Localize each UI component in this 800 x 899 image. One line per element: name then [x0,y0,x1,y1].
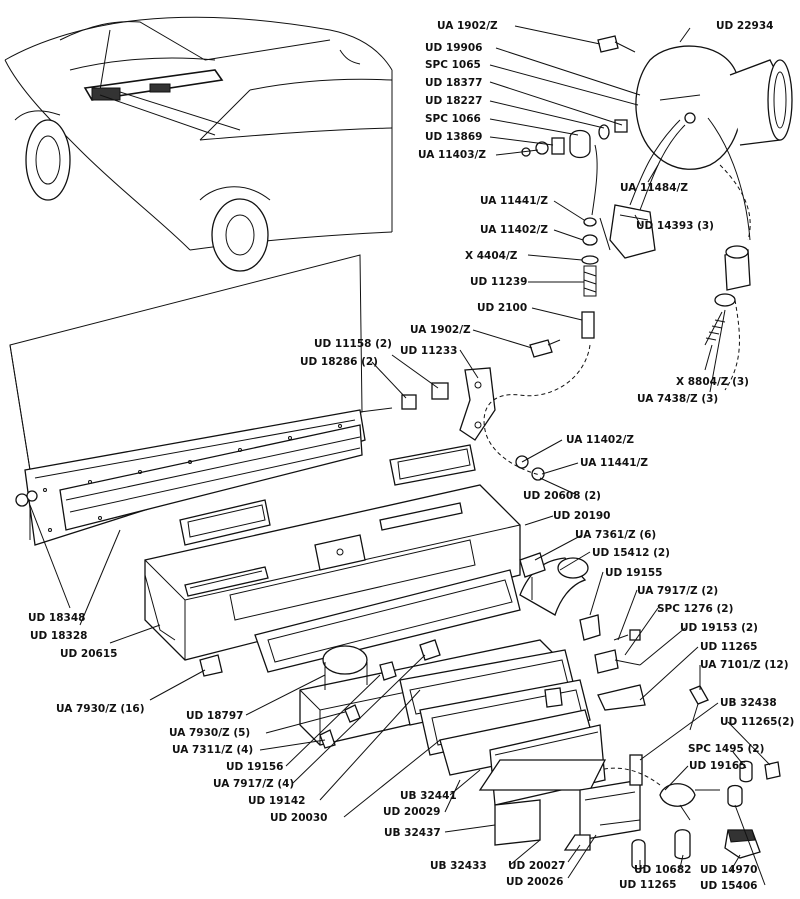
label-ud-14970: UD 14970 [700,864,758,876]
label-ua-7311-z: UA 7311/Z (4) [172,744,254,756]
routing-lines [483,164,751,786]
label-ub-32441: UB 32441 [400,790,457,802]
label-ua-7930-z-16: UA 7930/Z (16) [56,703,145,715]
heater-box [144,444,521,661]
label-ud-20027: UD 20027 [508,860,566,872]
flap-panel [15,407,393,546]
label-ua-11484-z: UA 11484/Z [620,182,688,194]
label-ud-11233: UD 11233 [400,345,458,357]
label-ud-20615: UD 20615 [60,648,118,660]
label-ub-32437: UB 32437 [384,827,441,839]
label-ua-11441-z-mid: UA 11441/Z [580,457,648,469]
label-ud-20026: UD 20026 [506,876,564,888]
label-ud-18377: UD 18377 [425,77,483,89]
label-ud-15412: UD 15412 (2) [592,547,670,559]
bottom-housing [478,724,720,851]
label-ud-11265-bottom: UD 11265 [619,879,677,891]
fasteners [199,35,781,870]
label-spc-1276: SPC 1276 (2) [657,603,734,615]
label-ud-19156: UD 19156 [226,761,284,773]
label-ua-7101-z: UA 7101/Z (12) [700,659,789,671]
label-ud-18797: UD 18797 [186,710,244,722]
label-ua-1902-z-mid: UA 1902/Z [410,324,471,336]
label-ua-7917-z-right: UA 7917/Z (2) [637,585,719,597]
label-ud-22934: UD 22934 [716,20,774,32]
label-ud-19906: UD 19906 [425,42,483,54]
label-ua-11403-z: UA 11403/Z [418,149,486,161]
label-ud-18227: UD 18227 [425,95,483,107]
label-ud-10682: UD 10682 [634,864,692,876]
label-ud-11158: UD 11158 (2) [314,338,392,350]
label-ud-11239: UD 11239 [470,276,528,288]
label-ub-32433: UB 32433 [430,860,487,872]
label-ua-11402-z-top: UA 11402/Z [480,224,548,236]
label-ud-14393: UD 14393 (3) [636,220,714,232]
label-ua-7361-z: UA 7361/Z (6) [575,529,657,541]
label-ud-19153: UD 19153 (2) [680,622,758,634]
car-illustration [4,16,393,272]
label-ud-20030: UD 20030 [270,812,328,824]
label-ud-18328: UD 18328 [30,630,88,642]
label-ud-13869: UD 13869 [425,131,483,143]
lower-duct [299,557,596,776]
label-ua-11402-z-mid: UA 11402/Z [566,434,634,446]
label-x-8804-z: X 8804/Z (3) [676,376,749,388]
label-ua-1902-z-top: UA 1902/Z [437,20,498,32]
label-ua-7930-z-5: UA 7930/Z (5) [169,727,251,739]
label-ud-20190: UD 20190 [553,510,611,522]
label-ud-19142: UD 19142 [248,795,306,807]
label-ud-20029: UD 20029 [383,806,441,818]
label-x-4404-z: X 4404/Z [465,250,518,262]
gasket-frame [254,569,521,673]
label-ua-11441-z-top: UA 11441/Z [480,195,548,207]
label-spc-1066: SPC 1066 [425,113,481,125]
label-ud-11265-top: UD 11265 [700,641,758,653]
label-ud-19155: UD 19155 [605,567,663,579]
heater-motor [609,45,793,346]
label-ud-18348: UD 18348 [28,612,86,624]
label-ud-11265-2: UD 11265(2) [720,716,795,728]
label-ud-2100: UD 2100 [477,302,528,314]
label-ua-7917-z-left: UA 7917/Z (4) [213,778,295,790]
panel-holes [43,424,342,532]
label-ud-19165: UD 19165 [689,760,747,772]
leader-lines [29,25,771,886]
label-spc-1495: SPC 1495 (2) [688,743,765,755]
label-ud-15406: UD 15406 [700,880,758,892]
label-ub-32438: UB 32438 [720,697,777,709]
label-ud-18286: UD 18286 (2) [300,356,378,368]
label-ua-7438-z: UA 7438/Z (3) [637,393,719,405]
label-spc-1065: SPC 1065 [425,59,481,71]
label-ud-20608: UD 20608 (2) [523,490,601,502]
